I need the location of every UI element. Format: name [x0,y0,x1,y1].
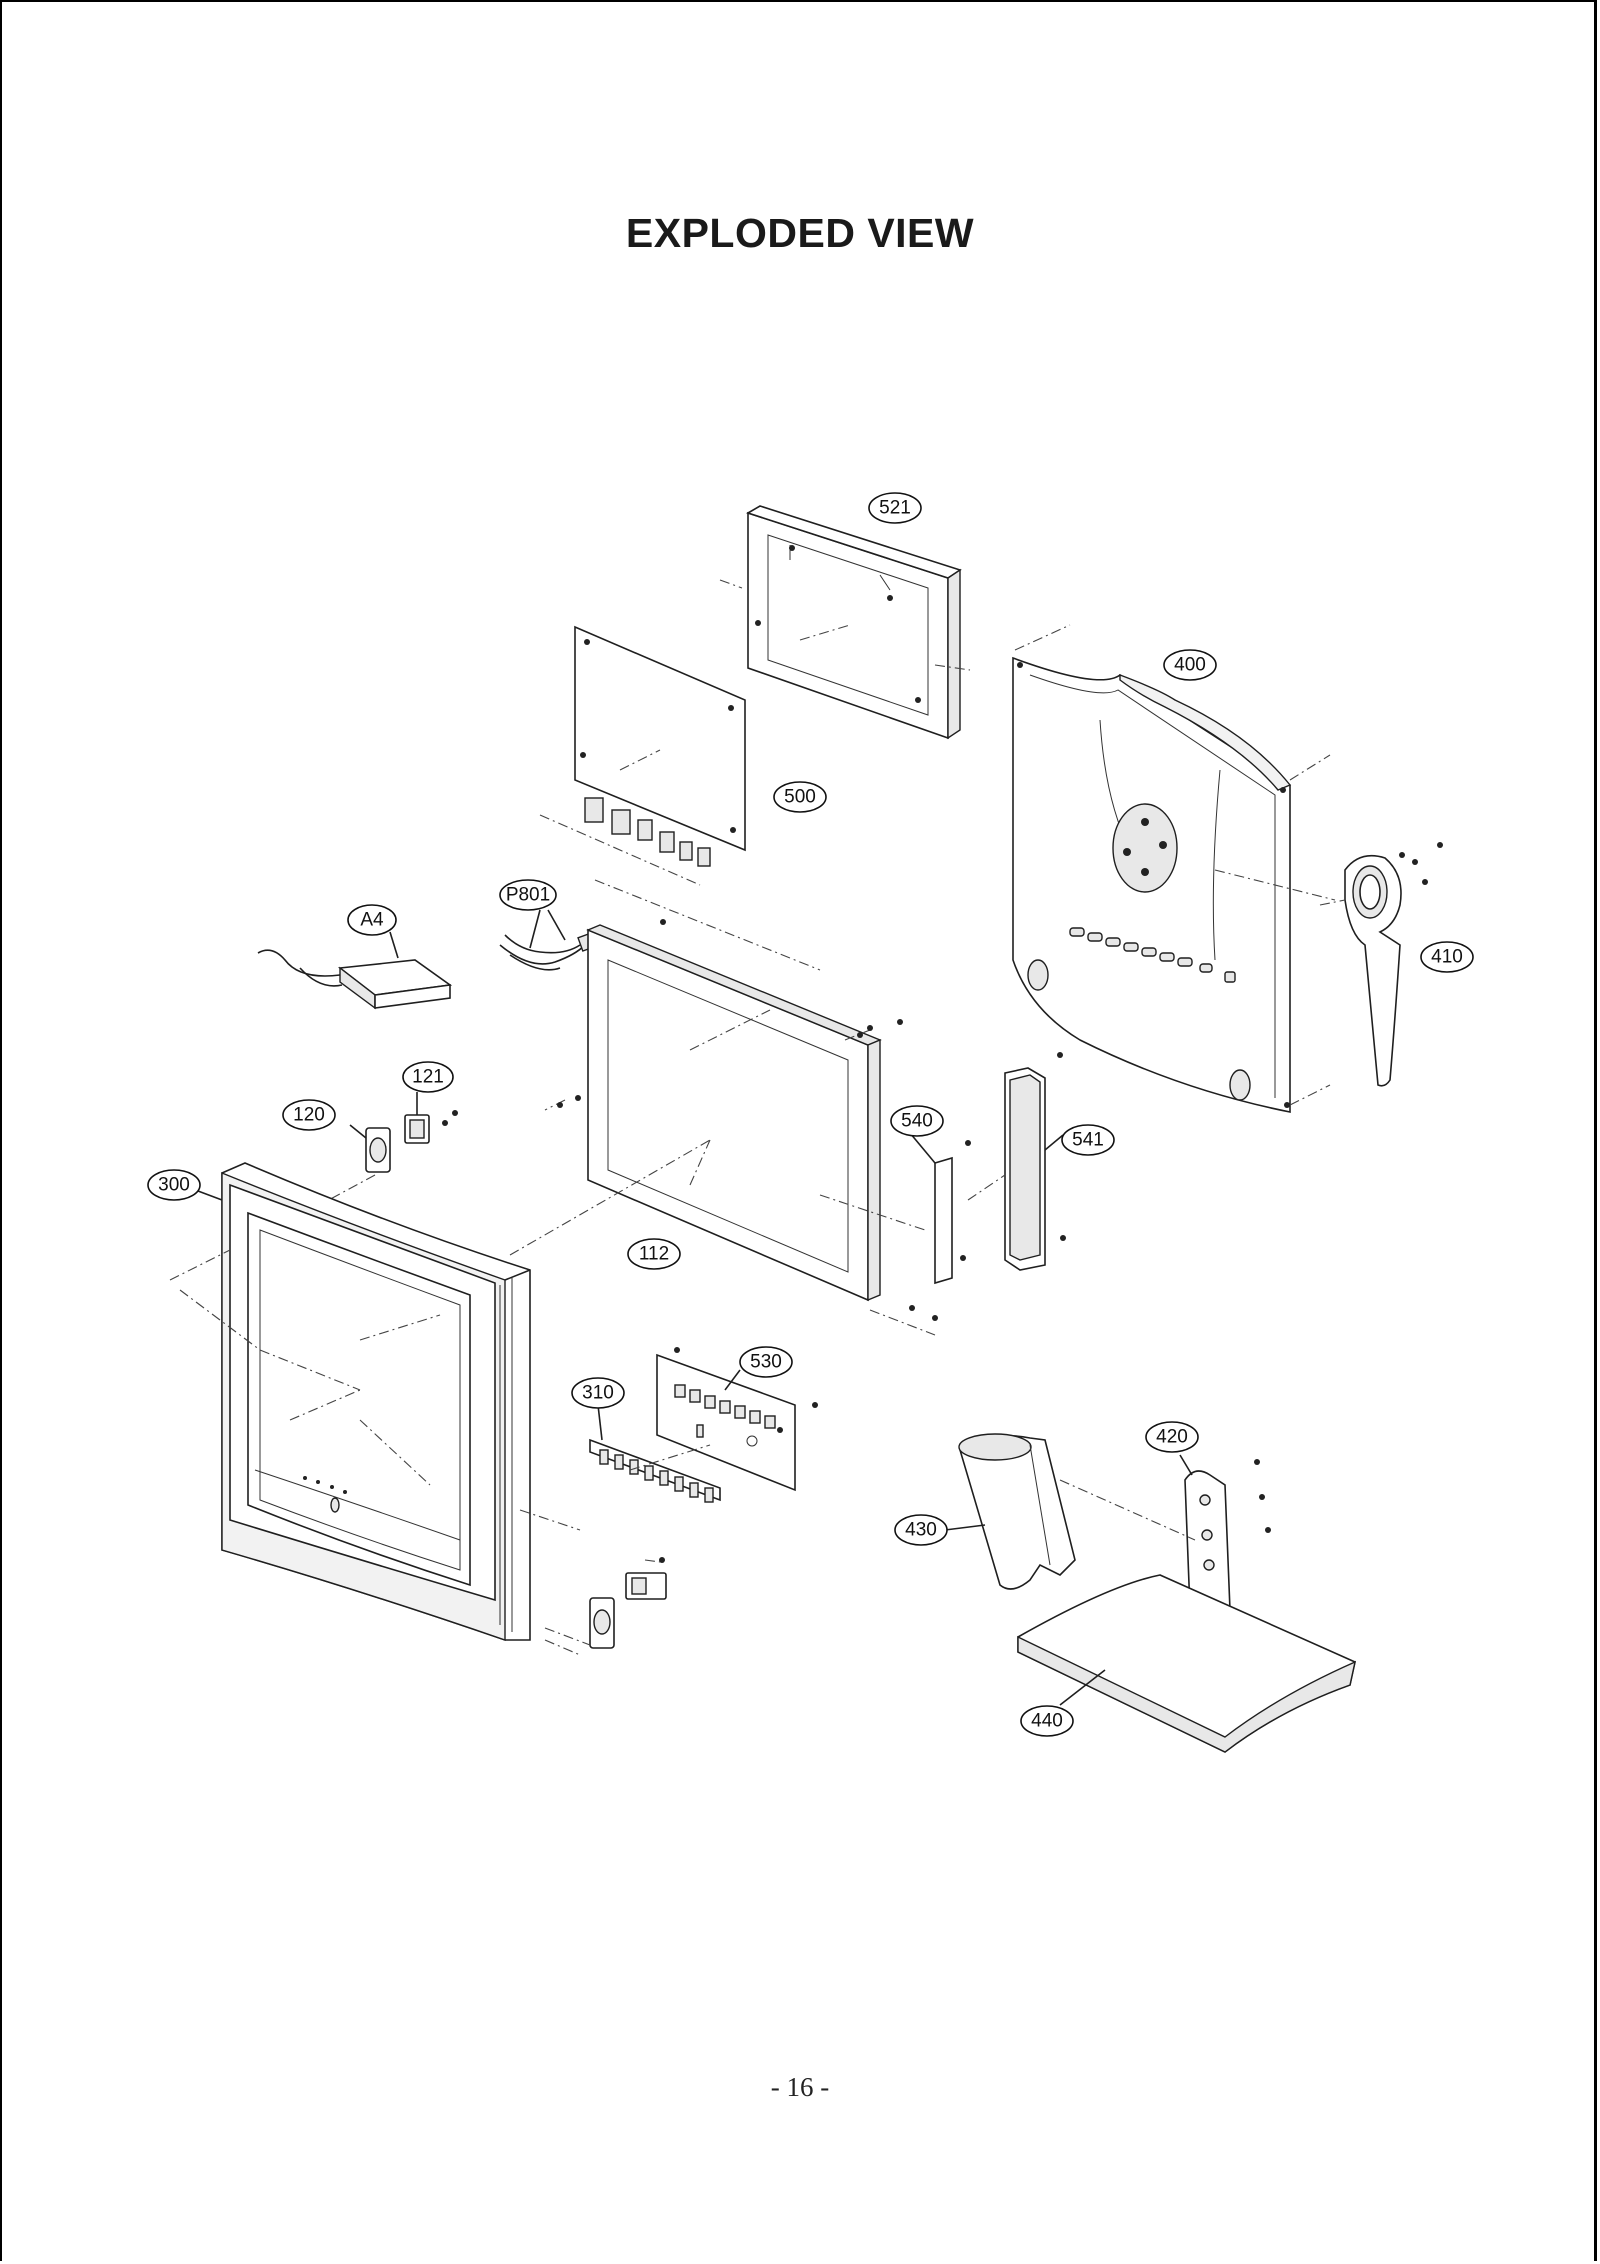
label-112: 112 [627,1238,681,1270]
part-P801-power-cord [499,909,597,971]
part-A4-adapter [257,931,453,1010]
part-540-plate [909,1132,971,1285]
label-420-text: 420 [1156,1427,1188,1448]
part-112-lcd-panel [509,919,938,1336]
label-420: 420 [1145,1421,1199,1453]
label-A4-text: A4 [360,910,384,931]
label-400-text: 400 [1174,655,1206,676]
part-541-bracket [967,1052,1066,1271]
label-121: 121 [402,1061,454,1093]
label-500-text: 500 [784,787,816,808]
part-310-button-strip [589,1404,721,1503]
part-500-main-board [539,625,821,971]
label-530: 530 [739,1346,793,1378]
part-410-stand-arm [1319,842,1443,1087]
rear-cover-vent-slots [1069,927,1236,983]
part-521-bracket-frame [719,505,971,740]
label-540-text: 540 [901,1111,933,1132]
label-541-text: 541 [1072,1130,1104,1151]
label-120: 120 [282,1099,336,1131]
page-title: EXPLODED VIEW [625,210,975,256]
label-541: 541 [1061,1124,1115,1156]
label-500: 500 [773,781,827,813]
label-310: 310 [571,1377,625,1409]
label-A4: A4 [347,904,397,936]
label-P801-text: P801 [506,885,550,906]
label-440: 440 [1020,1705,1074,1737]
label-440-text: 440 [1031,1711,1063,1732]
label-300-text: 300 [158,1175,190,1196]
label-430-text: 430 [905,1520,937,1541]
part-121-connector [404,1092,458,1144]
page-number: - 16 - [770,2072,830,2102]
label-120-text: 120 [293,1105,325,1126]
label-310-text: 310 [582,1383,614,1404]
part-530-control-board [656,1347,818,1492]
label-121-text: 121 [412,1067,444,1088]
part-440-stand-base [1017,1574,1356,1753]
part-400-back-cover [1012,624,1336,1113]
part-120-speaker-lower [544,1597,615,1649]
label-P801: P801 [499,879,557,911]
label-410-text: 410 [1431,947,1463,968]
label-540: 540 [890,1105,944,1137]
label-521-text: 521 [879,498,911,519]
part-430-neck-cover [944,1433,1076,1590]
label-410: 410 [1420,941,1474,973]
label-521: 521 [868,492,922,524]
label-112-text: 112 [639,1244,669,1265]
label-400: 400 [1163,649,1217,681]
label-530-text: 530 [750,1352,782,1373]
label-300: 300 [147,1169,201,1201]
part-300-front-cabinet [169,1162,581,1656]
part-121-connector-lower [625,1557,667,1600]
label-430: 430 [894,1514,948,1546]
